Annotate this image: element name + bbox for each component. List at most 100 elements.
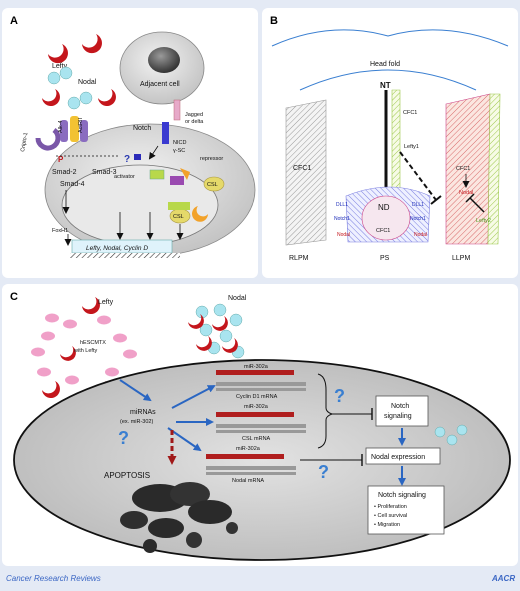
nodal-label-c: Nodal (228, 295, 247, 302)
smad2-label: Smad-2 (52, 169, 77, 176)
lefty2-inhibition (469, 197, 485, 213)
cfc1-left-label: CFC1 (293, 165, 311, 172)
mrna-group-3 (206, 454, 296, 475)
cfc1-right-label: CFC1 (456, 166, 470, 172)
mirnas-label-1: miRNAs (130, 409, 156, 416)
activator-complex (168, 202, 190, 210)
jagged-ligand (173, 99, 181, 121)
panel-c-letter: C (10, 291, 18, 303)
actrii-label: ActRII (78, 118, 84, 133)
receptor-complex (35, 116, 88, 151)
mrna1-label: Cyclin D1 mRNA (236, 394, 278, 400)
notch-release-arrow (148, 145, 159, 160)
lefty1-bar (430, 195, 442, 205)
activator-shape (149, 169, 165, 180)
p-label: P (58, 155, 64, 164)
llpm-label: LLPM (452, 255, 470, 262)
jagged-label-1: Jagged (185, 112, 203, 118)
lefty2-bar (465, 193, 475, 203)
notch-label: Notch (133, 125, 151, 132)
smad4-label: Smad-4 (60, 181, 85, 188)
nucleus-a (61, 164, 219, 246)
notch-signaling-box (375, 395, 429, 427)
panel-a-letter: A (10, 15, 18, 27)
adjacent-cell-label: Adjacent cell (140, 81, 180, 88)
cfc1-center-label: CFC1 (376, 228, 390, 234)
mir2-label: miR-302a (244, 404, 269, 410)
lefty-label-c: Lefty (98, 299, 114, 306)
mrna3-label: Nodal mRNA (232, 478, 264, 484)
outcome-bullet-1: • Proliferation (374, 504, 407, 510)
panel-b-letter: B (270, 15, 278, 27)
lefty-among-nodal (188, 314, 238, 353)
question-c-1: ? (334, 386, 345, 406)
nodal-label-a: Nodal (78, 79, 97, 86)
apoptosis-label: APOPTOSIS (104, 471, 150, 480)
question-c-3: ? (118, 428, 129, 448)
notch1-right-label: Notch1 (410, 216, 426, 222)
notch-receptor (162, 122, 169, 144)
mrna2-label: CSL mRNA (242, 436, 271, 442)
mir3-label: miR-302a (236, 446, 261, 452)
question-c-2: ? (318, 462, 329, 482)
node-region (361, 195, 411, 241)
notch-signaling-label-1: Notch (391, 403, 409, 410)
lefty2-label: Lefty2 (476, 218, 491, 224)
aacr-logo: AACR (491, 574, 515, 583)
question-a: ? (124, 154, 130, 165)
outcome-title: Notch signaling (378, 492, 426, 499)
mirnas-label-2: (ex. miR-302) (120, 419, 153, 425)
csl-label-bottom: CSL (173, 214, 184, 220)
lefty1-label: Lefty1 (404, 144, 419, 150)
cfc1-top-label: CFC1 (403, 110, 417, 116)
corepressor-shape (170, 176, 184, 185)
mrna-group-2 (216, 412, 306, 433)
outcome-bullet-3: • Migration (374, 522, 400, 528)
csl-top (203, 176, 225, 192)
head-fold-inner (299, 69, 477, 91)
llpm-edge (487, 93, 501, 245)
nd-label: ND (378, 203, 390, 212)
repressor-crescent (192, 206, 208, 222)
mrna-group-1 (216, 370, 306, 391)
nicd-label: NICD (173, 140, 186, 146)
cripto-label: Cripto-1 (20, 132, 29, 152)
journal-footer: Cancer Research Reviews (6, 574, 101, 583)
alk4-label: Alk-4 (58, 120, 64, 133)
lefty-label-a: Lefty (52, 63, 68, 70)
jagged-label-2: or delta (185, 119, 204, 125)
nodal-expression-label: Nodal expression (371, 454, 425, 461)
gsc-label: γ-SC (173, 148, 185, 154)
csl-label-top: CSL (207, 182, 218, 188)
outcome-bullet-2: • Cell survival (374, 513, 407, 519)
lefty1-inhibition (399, 151, 437, 201)
mirna-arrow-1 (171, 385, 216, 409)
nodal-ligands-a (47, 66, 93, 110)
uptake-arrow (119, 379, 152, 402)
mir1-label: miR-302a (244, 364, 269, 370)
repressor-shape (180, 168, 190, 180)
nodal-expression-box (365, 447, 441, 465)
dll1-left-label: DLL1 (336, 202, 348, 208)
head-fold-label: Head fold (370, 61, 400, 68)
repressor-label: repressor (200, 156, 223, 162)
dna-strand (70, 253, 180, 258)
nodal-llpm-label: Nodal (459, 190, 473, 196)
adjacent-cell-nucleus (148, 47, 180, 73)
rlpm-region (285, 99, 327, 246)
notch-signaling-label-2: signaling (384, 413, 412, 420)
notch1-left-label: Notch1 (334, 216, 350, 222)
dll1-right-label: DLL1 (412, 202, 424, 208)
target-genes-label: Lefty, Nodal, Cyclin D (86, 245, 148, 252)
lefty-ligands-a (42, 34, 116, 107)
nt-label: NT (380, 81, 391, 90)
hescmtx-label-2: with Lefty (73, 348, 97, 354)
head-fold-outer (271, 29, 509, 47)
nicd-fragment (134, 154, 141, 160)
nodal-left-label: Nodal (337, 232, 350, 238)
hescmtx-particles (31, 313, 143, 391)
hescmtx-label-1: hESCMTX (80, 340, 106, 346)
nodal-expressed-ligands (434, 424, 468, 446)
